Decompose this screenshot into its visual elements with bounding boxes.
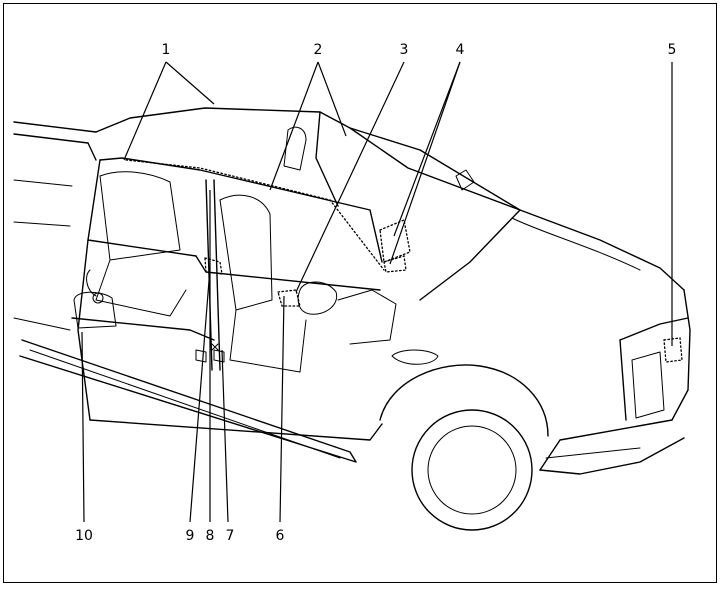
callout-6: 6 bbox=[276, 528, 285, 544]
curtain-airbag-dotted-line bbox=[126, 160, 384, 270]
callout-7: 7 bbox=[226, 528, 235, 544]
leader-3 bbox=[296, 62, 404, 292]
callout-1: 1 bbox=[162, 42, 171, 58]
callout-8: 8 bbox=[206, 528, 215, 544]
leader-4a bbox=[394, 62, 460, 236]
leader-1a bbox=[124, 62, 166, 160]
callout-5: 5 bbox=[668, 42, 677, 58]
knee-airbag-dotted-outline bbox=[278, 290, 300, 306]
leader-2a bbox=[270, 62, 318, 190]
truck-drawing bbox=[14, 108, 690, 530]
leader-2b bbox=[318, 62, 346, 136]
callout-2: 2 bbox=[314, 42, 323, 58]
front-airbag-dotted-outline-a bbox=[380, 220, 410, 262]
leader-lines bbox=[82, 62, 672, 522]
front-sensor-dotted-outline bbox=[664, 338, 682, 362]
callout-10: 10 bbox=[75, 528, 93, 544]
leader-6 bbox=[280, 296, 284, 522]
leader-9 bbox=[190, 268, 210, 522]
front-airbag-dotted-outline-b bbox=[384, 256, 406, 272]
leader-1b bbox=[166, 62, 214, 104]
callout-labels: 1 2 3 4 5 6 7 8 9 10 bbox=[75, 42, 676, 544]
leader-7 bbox=[222, 350, 228, 522]
callout-9: 9 bbox=[186, 528, 195, 544]
callout-3: 3 bbox=[400, 42, 409, 58]
callout-4: 4 bbox=[456, 42, 465, 58]
